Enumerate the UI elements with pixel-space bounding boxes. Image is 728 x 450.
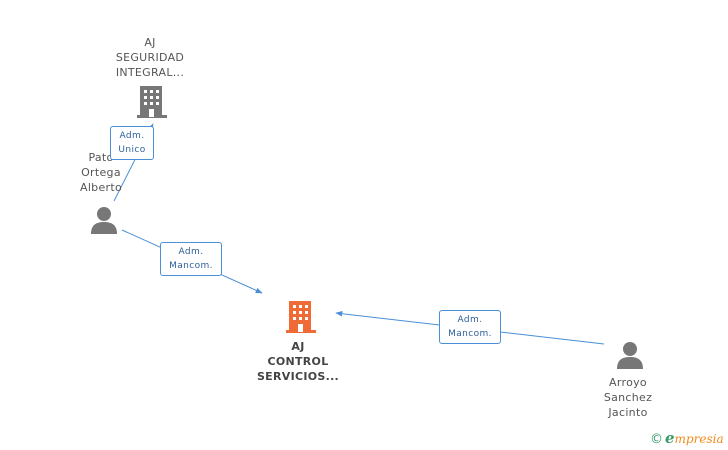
building-icon[interactable] [136,85,168,119]
edge-label-adm-unico[interactable]: Adm. Unico [110,126,154,160]
person-arroyo-label[interactable]: Arroyo Sanchez Jacinto [603,376,653,419]
person-icon[interactable] [89,205,119,235]
edge-label-adm-mancom-arroyo[interactable]: Adm. Mancom. [439,310,501,344]
building-icon-highlighted[interactable] [285,300,317,334]
person-icon[interactable] [615,340,645,370]
company-top-label[interactable]: AJ SEGURIDAD INTEGRAL... [115,36,185,79]
empresia-logo[interactable]: ©empresia [650,429,724,447]
person-pato-label[interactable]: Pato Ortega Alberto [80,151,122,194]
copyright-icon: © [650,432,663,447]
company-center-label[interactable]: AJ CONTROL SERVICIOS... [256,340,340,383]
edge-label-adm-mancom-pato[interactable]: Adm. Mancom. [160,242,222,276]
